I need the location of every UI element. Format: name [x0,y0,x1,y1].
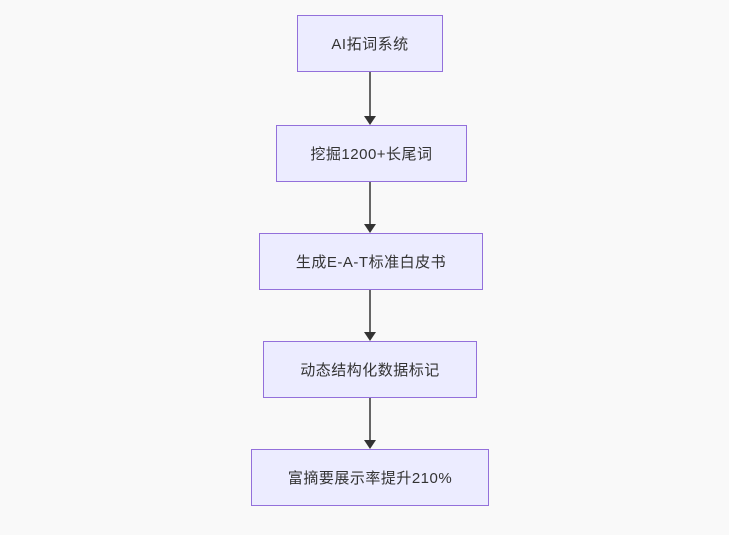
arrow-line [369,290,371,332]
node-label: 挖掘1200+长尾词 [310,146,433,163]
node-label: AI拓词系统 [331,36,409,53]
flowchart-node-structured-data: 动态结构化数据标记 [263,341,477,398]
flowchart-node-rich-snippet-rate: 富摘要展示率提升210% [251,449,489,506]
flowchart-node-ai-word-system: AI拓词系统 [297,15,443,72]
arrowhead-icon [364,440,376,449]
flow-arrow [364,182,376,233]
flowchart-node-longtail-keywords: 挖掘1200+长尾词 [276,125,467,182]
flowchart-node-eat-whitepaper: 生成E-A-T标准白皮书 [259,233,483,290]
arrowhead-icon [364,224,376,233]
flow-arrow [364,290,376,341]
arrowhead-icon [364,116,376,125]
arrowhead-icon [364,332,376,341]
node-label: 生成E-A-T标准白皮书 [295,254,447,271]
flow-arrow [364,72,376,125]
arrow-line [369,182,371,224]
arrow-line [369,72,371,116]
arrow-line [369,398,371,440]
flow-arrow [364,398,376,449]
node-label: 富摘要展示率提升210% [287,470,453,487]
node-label: 动态结构化数据标记 [300,362,440,379]
